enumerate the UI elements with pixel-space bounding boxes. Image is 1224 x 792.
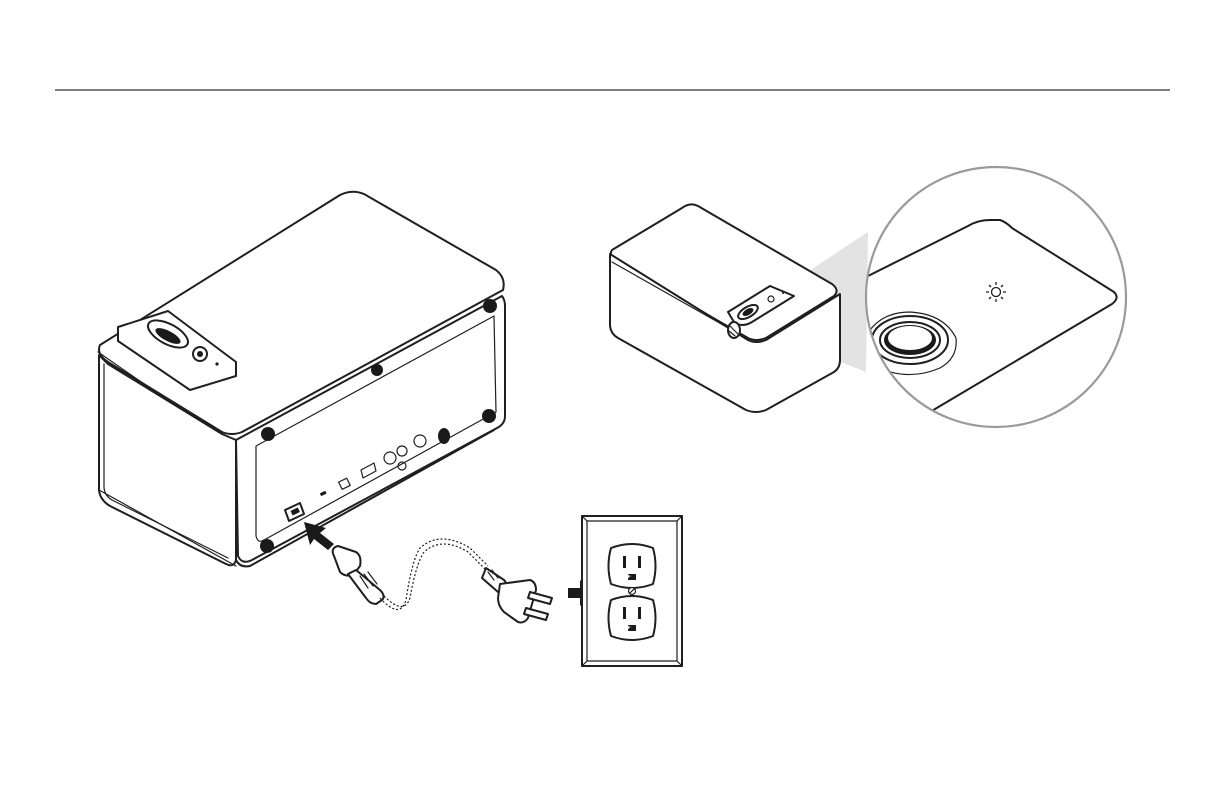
antenna-connector: [438, 428, 450, 444]
power-button-center: [197, 351, 203, 357]
screw-hole: [482, 409, 496, 423]
cord-cable: [384, 544, 486, 607]
cord-strain-relief: [348, 570, 384, 604]
receptacle-lower: [609, 596, 656, 640]
arrow-icon: [304, 522, 334, 550]
socket-ground: [628, 625, 636, 631]
zoom-knob-face: [888, 326, 932, 350]
socket-slot: [623, 607, 626, 619]
socket-ground: [628, 574, 636, 580]
speaker-rear-view: [98, 192, 505, 567]
cord-cable: [380, 539, 488, 610]
zoom-detail: [820, 166, 1127, 428]
small-power-button: [768, 296, 774, 302]
status-led: [215, 362, 218, 365]
screw-hole: [371, 364, 383, 376]
socket-slot: [638, 607, 641, 619]
small-status-led: [782, 292, 784, 294]
speaker-front-view: [610, 204, 868, 412]
screw-hole: [261, 427, 275, 441]
socket-slot: [623, 556, 626, 568]
power-cord: [333, 539, 552, 623]
screw-hole: [260, 539, 274, 553]
wall-outlet: [582, 516, 682, 666]
screw-hole: [483, 299, 497, 313]
socket-slot: [638, 556, 641, 568]
receptacle-upper: [609, 544, 656, 588]
